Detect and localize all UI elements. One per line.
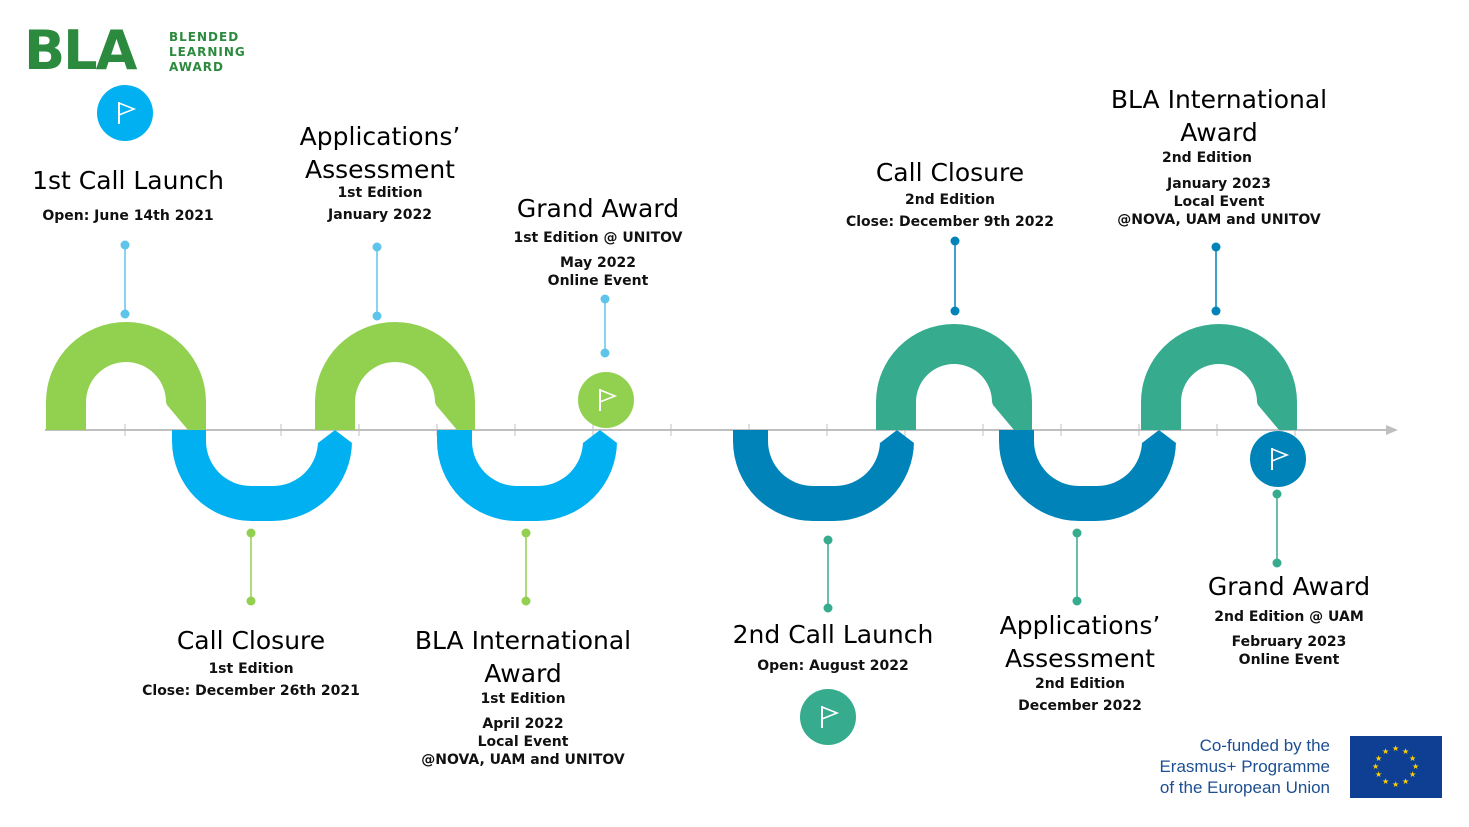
event-edition: 2nd Edition — [1161, 150, 1253, 166]
event-title-line-2: Assessment — [1005, 644, 1155, 673]
eu-cofunding-text: Co-funded by the Erasmus+ Programme of t… — [1159, 735, 1330, 798]
event-edition: 2nd Edition — [1034, 676, 1126, 692]
connector-assessment-2 — [1072, 528, 1082, 606]
event-date: Open: June 14th 2021 — [42, 208, 214, 224]
event-grand-award-2: Grand Award 2nd Edition @ UAM February 2… — [1208, 570, 1370, 669]
eu-line-1: Co-funded by the — [1199, 736, 1330, 755]
event-call-closure-1: Call Closure 1st Edition Close: December… — [142, 624, 360, 700]
flag-icon — [578, 372, 634, 428]
connector-international-award-1 — [521, 528, 531, 606]
event-international-award-1: BLA International Award 1st Edition Apri… — [415, 624, 631, 769]
valley-assessment-2 — [999, 430, 1176, 521]
arch-international-award-2 — [1141, 324, 1297, 430]
event-edition: 2nd Edition — [904, 192, 996, 208]
arch-call-launch-1 — [46, 322, 206, 430]
event-title: Call Closure — [875, 158, 1025, 187]
event-assessment-1: Applications’ Assessment 1st Edition Jan… — [300, 120, 461, 224]
event-format: Online Event — [1238, 652, 1340, 668]
event-format: Online Event — [547, 273, 649, 289]
event-edition: 1st Edition — [208, 661, 294, 677]
flag-icon — [1250, 431, 1306, 487]
eu-cofunding: Co-funded by the Erasmus+ Programme of t… — [1130, 733, 1448, 799]
logo-line-2: LEARNING — [169, 45, 246, 59]
event-date: Close: December 9th 2022 — [845, 214, 1055, 230]
event-grand-award-1: Grand Award 1st Edition @ UNITOV May 202… — [513, 192, 682, 290]
event-venue: @NOVA, UAM and UNITOV — [421, 752, 625, 768]
event-call-launch-1: 1st Call Launch Open: June 14th 2021 — [32, 164, 224, 225]
eu-flag-icon: ★ ★ ★ ★ ★ ★ ★ ★ ★ ★ ★ ★ — [1350, 736, 1442, 798]
event-title: 2nd Call Launch — [732, 620, 934, 649]
event-call-closure-2: Call Closure 2nd Edition Close: December… — [846, 156, 1054, 231]
flag-icon — [97, 85, 153, 141]
event-title: Call Closure — [176, 626, 326, 655]
valley-international-award-1 — [437, 430, 617, 521]
event-venue: @NOVA, UAM and UNITOV — [1117, 212, 1321, 228]
flag-icon — [800, 689, 856, 745]
event-title: 1st Call Launch — [32, 166, 224, 195]
event-edition: 1st Edition — [337, 185, 423, 201]
event-title-line-1: BLA International — [414, 626, 632, 655]
event-edition: 2nd Edition @ UAM — [1214, 609, 1364, 625]
valley-call-closure-1 — [172, 430, 352, 521]
connector-grand-award-2 — [1272, 489, 1282, 568]
event-title-line-2: Assessment — [305, 155, 455, 184]
connector-international-award-2 — [1211, 242, 1221, 316]
bla-logo: BLA BLENDED LEARNING AWARD — [24, 24, 264, 84]
event-title-line-2: Award — [484, 659, 562, 688]
event-assessment-2: Applications’ Assessment 2nd Edition Dec… — [1000, 609, 1161, 715]
valley-call-launch-2 — [733, 430, 914, 521]
connector-call-launch-2 — [823, 535, 833, 613]
logo-line-3: AWARD — [169, 60, 224, 74]
event-title: Grand Award — [516, 194, 680, 223]
connector-call-closure-2 — [950, 236, 960, 316]
event-format: Local Event — [1173, 194, 1265, 210]
event-date: December 2022 — [1018, 698, 1142, 714]
event-format: Local Event — [477, 734, 569, 750]
event-title-line-2: Award — [1180, 118, 1258, 147]
logo-mark: BLA — [24, 19, 137, 82]
connector-grand-award-1 — [600, 294, 610, 358]
logo-subtitle: BLENDED LEARNING AWARD — [169, 30, 246, 75]
event-international-award-2: BLA International Award 2nd Edition Janu… — [1111, 83, 1327, 229]
timeline-arrow-head — [1386, 425, 1398, 435]
logo-line-1: BLENDED — [169, 30, 240, 44]
event-edition: 1st Edition — [480, 691, 566, 707]
event-title-line-1: Applications’ — [999, 611, 1161, 640]
event-edition: 1st Edition @ UNITOV — [513, 230, 683, 246]
event-date: Open: August 2022 — [757, 658, 909, 674]
event-title-line-1: BLA International — [1110, 85, 1328, 114]
event-date: May 2022 — [560, 255, 636, 271]
event-call-launch-2: 2nd Call Launch Open: August 2022 — [733, 618, 934, 675]
event-date: January 2022 — [328, 207, 432, 223]
event-date: Close: December 26th 2021 — [142, 683, 360, 699]
arch-call-closure-2 — [876, 324, 1032, 430]
event-date: January 2023 — [1167, 176, 1271, 192]
eu-line-2: Erasmus+ Programme — [1159, 757, 1330, 776]
connector-assessment-1 — [372, 242, 382, 321]
connector-call-launch-1 — [120, 240, 130, 319]
connector-call-closure-1 — [246, 528, 256, 606]
event-date: February 2023 — [1231, 634, 1347, 650]
event-title: Grand Award — [1207, 572, 1371, 601]
event-date: April 2022 — [482, 716, 564, 732]
eu-line-3: of the European Union — [1159, 778, 1330, 797]
arch-assessment-1 — [315, 322, 475, 430]
event-title-line-1: Applications’ — [299, 122, 461, 151]
